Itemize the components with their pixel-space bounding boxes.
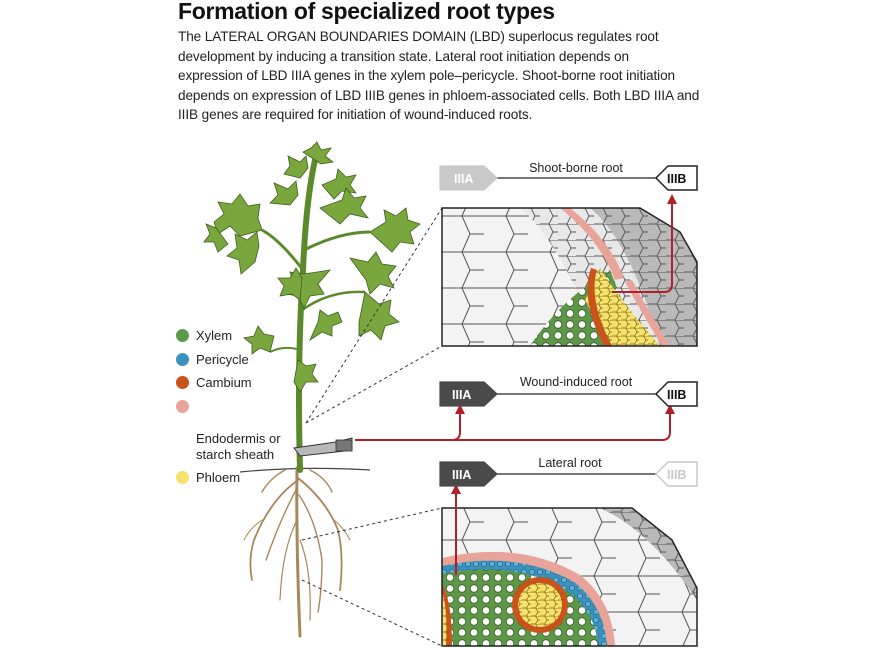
panel-lateral: IIIA IIIB Lateral root	[439, 456, 698, 487]
legend-label: Cambium	[196, 375, 252, 390]
tag-iiib-wound-induced	[654, 381, 698, 407]
xylem-swatch	[176, 329, 189, 342]
figure-description: The LATERAL ORGAN BOUNDARIES DOMAIN (LBD…	[178, 27, 700, 125]
tissue-legend: Xylem Pericycle Cambium Endodermis or st…	[176, 328, 281, 494]
endodermis-swatch	[176, 399, 189, 413]
panel-title-shoot-borne: Shoot-borne root	[529, 161, 623, 175]
tag-iiia-wound-induced	[439, 381, 498, 407]
legend-label: Xylem	[196, 328, 233, 343]
pericycle-swatch	[176, 352, 189, 366]
phloem-swatch	[176, 471, 189, 484]
legend-item-pericycle: Pericycle	[176, 352, 281, 368]
tag-iiia-lateral	[439, 461, 498, 487]
legend-label: Endodermis or starch sheath	[196, 430, 281, 462]
legend-label: Phloem	[196, 470, 241, 485]
description-line: IIIB genes are required for initiation o…	[178, 107, 533, 123]
wound-blade-icon	[293, 437, 353, 457]
legend-item-phloem: Phloem	[176, 470, 281, 486]
tag-iiib-label: IIIB	[667, 388, 686, 402]
tag-iiia-label: IIIA	[452, 468, 471, 482]
description-line: depends on expression of LBD IIIB genes …	[178, 87, 700, 103]
tag-iiib-shoot-borne	[654, 165, 698, 191]
cambium-swatch	[176, 376, 189, 389]
panel-wound-induced: IIIA IIIB Wound-induced root	[439, 375, 698, 407]
shoot-borne-cross-section	[441, 207, 698, 347]
tag-iiia-shoot-borne	[439, 165, 498, 191]
description-line: The LATERAL ORGAN BOUNDARIES DOMAIN (LBD…	[178, 29, 659, 44]
tag-iiia-label: IIIA	[454, 172, 473, 186]
panel-title-wound-induced: Wound-induced root	[520, 375, 633, 389]
description-line: expression of LBD IIIA genes in the xyle…	[178, 68, 676, 84]
lateral-cross-section	[441, 507, 698, 647]
legend-item-cambium: Cambium	[176, 375, 281, 391]
description-line: development by inducing a transition sta…	[178, 48, 629, 64]
tomato-plant-illustration	[203, 141, 443, 647]
figure-title: Formation of specialized root types	[178, 0, 555, 24]
root-system	[243, 466, 351, 638]
expression-arrows	[355, 202, 673, 575]
legend-item-xylem: Xylem	[176, 328, 281, 344]
legend-label: Pericycle	[196, 351, 249, 367]
tag-iiib-label: IIIB	[667, 172, 686, 186]
tag-iiib-lateral	[654, 461, 698, 487]
plant-leaves	[203, 141, 421, 393]
legend-item-endodermis: Endodermis or starch sheath	[176, 399, 281, 463]
panel-title-lateral: Lateral root	[538, 456, 602, 470]
tag-iiib-label: IIIB	[667, 468, 686, 482]
panel-shoot-borne: IIIA IIIB Shoot-borne root	[439, 161, 698, 191]
tag-iiia-label: IIIA	[452, 388, 471, 402]
